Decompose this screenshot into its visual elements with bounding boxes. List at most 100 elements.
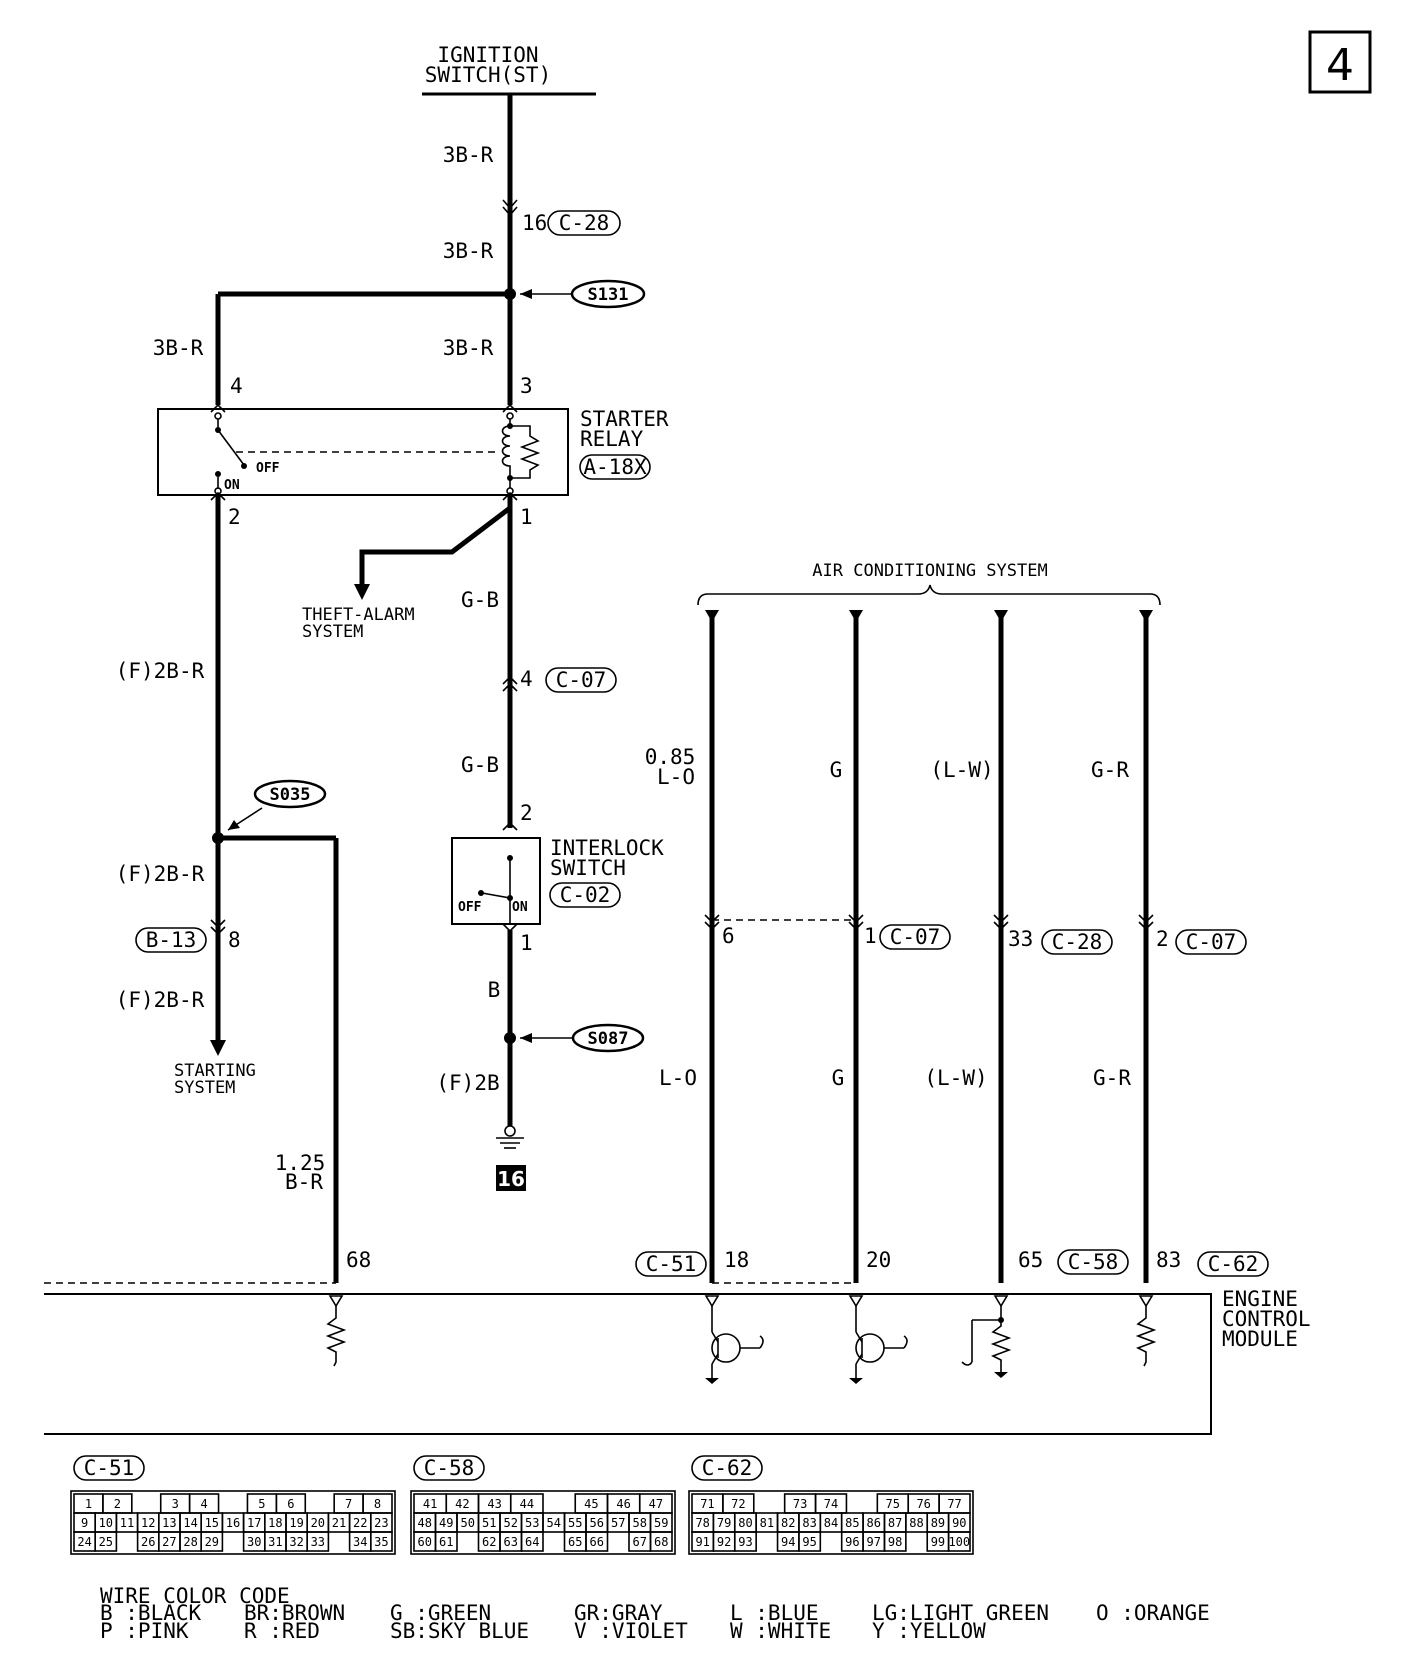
starter-relay-label-2: RELAY <box>580 427 644 451</box>
wire-label-lw-top: (L-W) <box>930 758 993 782</box>
svg-text:C-02: C-02 <box>560 883 611 907</box>
ecm-label-1: ENGINE <box>1222 1287 1298 1311</box>
cavity-label-25: 25 <box>99 1535 113 1549</box>
cavity-label-59: 59 <box>654 1516 668 1530</box>
cavity-label-100: 100 <box>948 1535 970 1549</box>
cavity-label-28: 28 <box>183 1535 197 1549</box>
cavity-label-86: 86 <box>867 1516 881 1530</box>
cavity-33 <box>306 1531 330 1552</box>
interlock-on-label: ON <box>512 900 528 915</box>
cavity-label-72: 72 <box>731 1497 745 1511</box>
connector-c28-mark <box>502 199 518 217</box>
ac-system-bracket: AIR CONDITIONING SYSTEM <box>697 561 1161 606</box>
ecm-label-3: MODULE <box>1222 1327 1298 1351</box>
cavity-label-21: 21 <box>332 1516 346 1530</box>
wire-label-f2br-c: (F)2B-R <box>116 988 205 1012</box>
cavity-61 <box>434 1531 458 1552</box>
cavity-label-80: 80 <box>738 1516 752 1530</box>
cavity-label-48: 48 <box>418 1516 432 1530</box>
cavity-label-66: 66 <box>590 1535 604 1549</box>
cavity-label-58: 58 <box>633 1516 647 1530</box>
cavity-label-35: 35 <box>374 1535 388 1549</box>
wire-label-f2br-b: (F)2B-R <box>116 862 205 886</box>
cavity-label-50: 50 <box>461 1516 475 1530</box>
cavity-label-87: 87 <box>888 1516 902 1530</box>
connector-c58-tag: C-58 <box>1057 1249 1129 1275</box>
svg-text:A-18X: A-18X <box>583 455 647 479</box>
pin-ecm-68: 68 <box>346 1248 371 1272</box>
face-view-title-c62: C-62 <box>702 1456 753 1480</box>
pin-ecm-20: 20 <box>866 1248 891 1272</box>
wire-label-f2br-a: (F)2B-R <box>116 659 205 683</box>
starter-relay: OFF ON <box>157 408 569 496</box>
svg-text:C-07: C-07 <box>1186 930 1237 954</box>
legend-lg: LG:LIGHT GREEN <box>872 1601 1049 1625</box>
wire-label-3br-b: 3B-R <box>443 239 494 263</box>
cavity-66 <box>585 1531 609 1552</box>
theft-label-2: SYSTEM <box>302 622 363 642</box>
cavity-label-22: 22 <box>353 1516 367 1530</box>
cavity-label-84: 84 <box>824 1516 838 1530</box>
connector-c07-tag-b: C-07 <box>879 924 951 950</box>
cavity-label-53: 53 <box>525 1516 539 1530</box>
cavity-label-63: 63 <box>504 1535 518 1549</box>
cavity-label-94: 94 <box>781 1535 795 1549</box>
pin-ecm-18: 18 <box>724 1248 749 1272</box>
legend-b: B :BLACK <box>100 1601 202 1625</box>
cavity-label-77: 77 <box>947 1497 961 1511</box>
svg-text:S087: S087 <box>588 1029 629 1049</box>
pin-ac-33: 33 <box>1008 927 1033 951</box>
legend-p: P :PINK <box>100 1619 189 1643</box>
wire-label-lw-bot: (L-W) <box>924 1066 987 1090</box>
cavity-label-12: 12 <box>141 1516 155 1530</box>
cavity-label-79: 79 <box>717 1516 731 1530</box>
cavity-label-26: 26 <box>141 1535 155 1549</box>
legend-v: V :VIOLET <box>574 1619 688 1643</box>
cavity-label-73: 73 <box>793 1497 807 1511</box>
wire-label-g-bot: G <box>832 1066 845 1090</box>
wire-label-f2b: (F)2B <box>436 1071 499 1095</box>
cavity-label-71: 71 <box>700 1497 714 1511</box>
cavity-label-75: 75 <box>886 1497 900 1511</box>
svg-text:C-07: C-07 <box>556 668 607 692</box>
page-number-box: 4 <box>1308 30 1372 94</box>
connector-b13-tag: B-13 <box>135 927 207 953</box>
cavity-29 <box>200 1531 224 1552</box>
wire-label-gr-top: G-R <box>1091 758 1129 782</box>
cavity-label-18: 18 <box>268 1516 282 1530</box>
legend-w: W :WHITE <box>730 1619 831 1643</box>
wire-label-b: B <box>488 978 501 1002</box>
relay-off-label: OFF <box>256 461 280 476</box>
pin-1: 1 <box>520 505 533 529</box>
wire-label-gb-a: G-B <box>461 588 499 612</box>
cavity-35 <box>369 1531 393 1552</box>
face-view-title-c58: C-58 <box>424 1456 475 1480</box>
cavity-label-6: 6 <box>287 1497 294 1511</box>
cavity-label-97: 97 <box>867 1535 881 1549</box>
connector-b13-mark <box>210 919 226 936</box>
cavity-label-7: 7 <box>345 1497 352 1511</box>
cavity-label-90: 90 <box>952 1516 966 1530</box>
cavity-label-52: 52 <box>504 1516 518 1530</box>
pin-b13-8: 8 <box>228 928 241 952</box>
svg-text:C-58: C-58 <box>1068 1250 1119 1274</box>
svg-text:B-13: B-13 <box>146 928 197 952</box>
cavity-100 <box>947 1531 971 1552</box>
theft-label-1: THEFT-ALARM <box>302 605 415 625</box>
cavity-label-49: 49 <box>439 1516 453 1530</box>
cavity-label-44: 44 <box>520 1497 534 1511</box>
arrow-starting-system <box>210 1040 226 1056</box>
wire-label-lo-bot: L-O <box>659 1066 697 1090</box>
cavity-label-68: 68 <box>654 1535 668 1549</box>
cavity-label-32: 32 <box>289 1535 303 1549</box>
interlock-off-label: OFF <box>458 900 482 915</box>
cavity-label-62: 62 <box>482 1535 496 1549</box>
legend-title: WIRE COLOR CODE <box>100 1584 290 1608</box>
cavity-label-9: 9 <box>81 1516 88 1530</box>
cavity-label-1: 1 <box>85 1497 92 1511</box>
ac-system-label: AIR CONDITIONING SYSTEM <box>812 561 1047 581</box>
cavity-label-74: 74 <box>824 1497 838 1511</box>
cavity-label-13: 13 <box>162 1516 176 1530</box>
